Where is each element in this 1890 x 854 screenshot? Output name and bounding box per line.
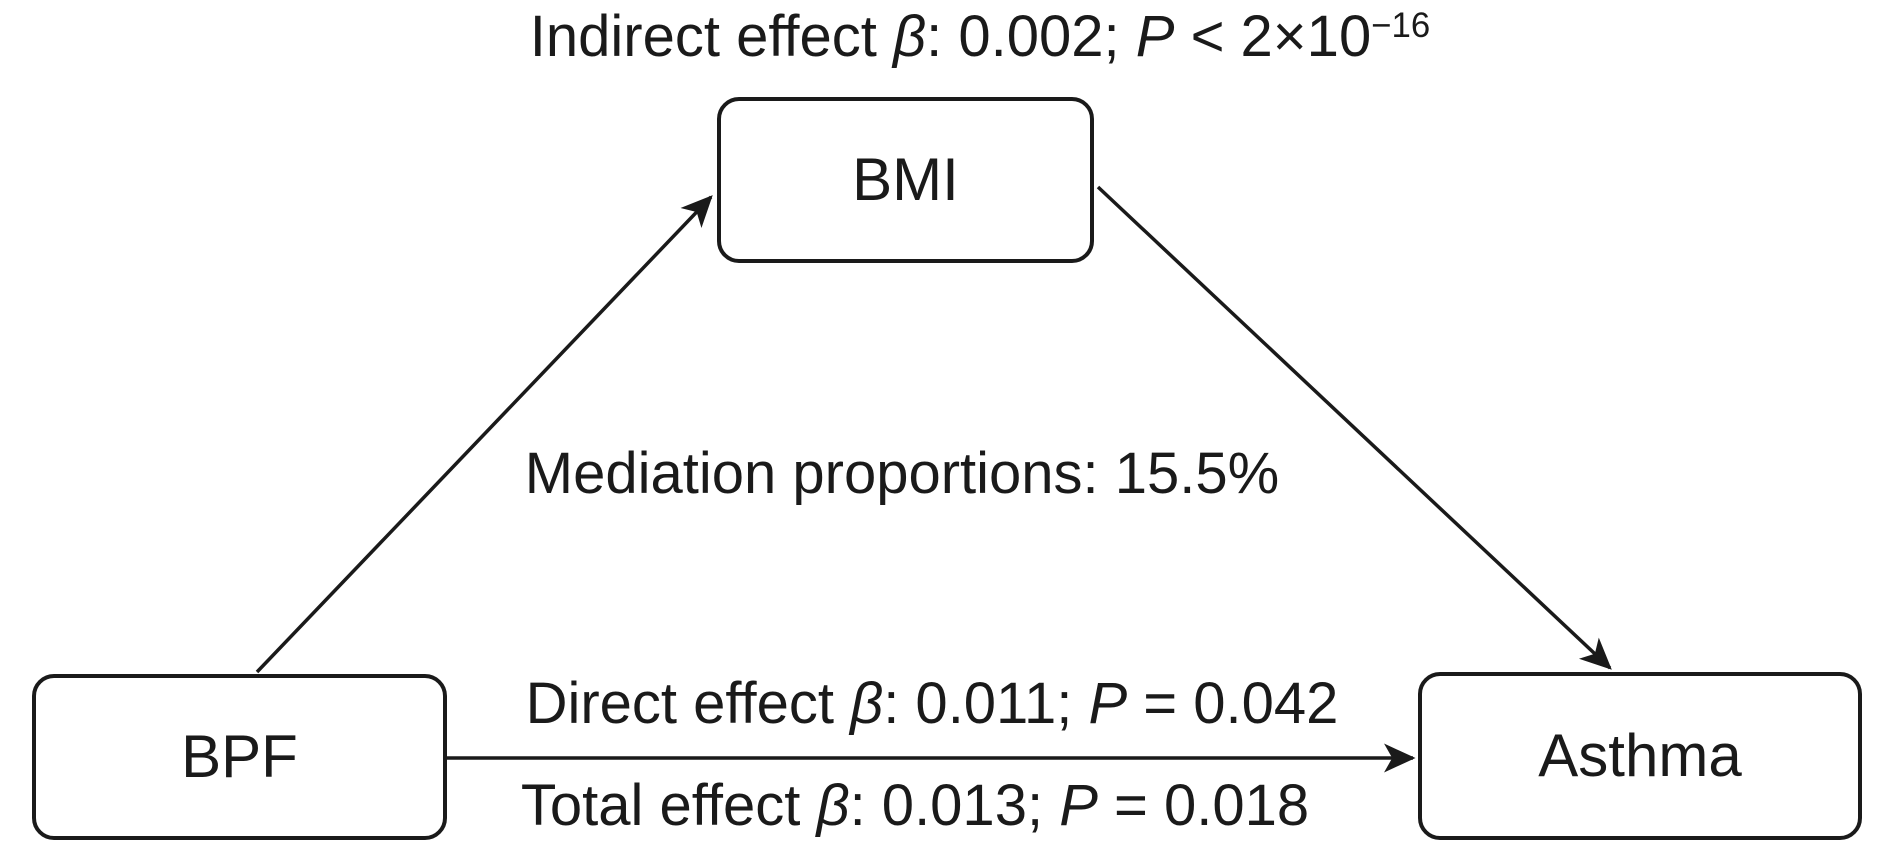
indirect-p-value: < 2×10 [1174,4,1372,69]
beta-symbol: β [850,671,884,736]
node-bpf: BPF [32,674,447,840]
arrow-bmi-to-asthma [1096,185,1612,670]
total-p-value: = 0.018 [1097,773,1310,838]
arrow-bpf-to-bmi [255,195,713,674]
direct-effect-text: Direct effect [525,671,851,736]
indirect-effect-label: Indirect effect β: 0.002; P < 2×10−16 [530,8,1430,66]
indirect-effect-text: Indirect effect [529,4,894,69]
mediation-proportion-label: Mediation proportions: 15.5% [525,445,1279,503]
node-bmi: BMI [717,97,1094,263]
beta-symbol: β [893,4,927,69]
total-effect-label: Total effect β: 0.013; P = 0.018 [521,777,1309,835]
p-symbol: P [1088,671,1128,736]
indirect-p-exponent: −16 [1371,5,1431,45]
direct-effect-label: Direct effect β: 0.011; P = 0.042 [526,675,1339,733]
total-effect-value: : 0.013; [849,773,1060,838]
total-effect-text: Total effect [520,773,817,838]
node-bpf-label: BPF [181,723,298,790]
mediation-proportion-text: Mediation proportions: 15.5% [524,441,1280,506]
indirect-effect-value: : 0.002; [926,4,1136,69]
node-asthma: Asthma [1418,672,1862,840]
node-bmi-label: BMI [852,146,959,213]
p-symbol: P [1135,4,1175,69]
beta-symbol: β [816,773,850,838]
direct-effect-value: : 0.011; [883,671,1089,736]
node-asthma-label: Asthma [1538,722,1742,789]
p-symbol: P [1059,773,1098,838]
direct-p-value: = 0.042 [1127,671,1339,736]
